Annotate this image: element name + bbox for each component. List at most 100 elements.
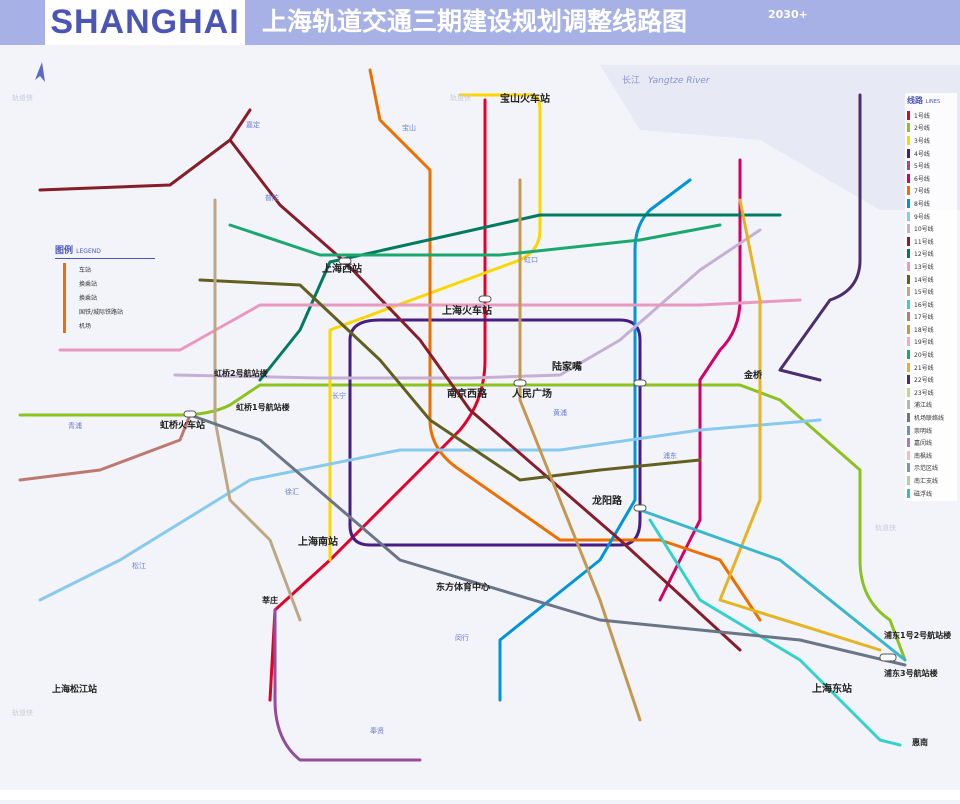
legend-line-item[interactable]: 21号线 <box>907 361 955 374</box>
station-shanghai-railway[interactable]: 上海火车站 <box>442 304 492 317</box>
legend-line-item[interactable]: 2号线 <box>907 122 955 135</box>
line-1[interactable] <box>268 98 487 702</box>
legend-line-item[interactable]: 11号线 <box>907 235 955 248</box>
line-name: 南枫线 <box>914 452 933 460</box>
legend-line-item[interactable]: 16号线 <box>907 298 955 311</box>
line-15[interactable] <box>213 198 302 622</box>
legend-line-item[interactable]: 23号线 <box>907 386 955 399</box>
station-hongqiao-t1[interactable]: 虹桥1号航站楼 <box>236 402 290 412</box>
legend-line-item[interactable]: 9号线 <box>907 210 955 223</box>
line-21[interactable] <box>718 198 882 652</box>
station-xinzhuang[interactable]: 莘庄 <box>262 595 278 605</box>
line-name: 12号线 <box>914 251 934 259</box>
station-pudong-t3[interactable]: 浦东3号航站楼 <box>884 668 938 678</box>
river-label-cn: 长江 <box>622 74 640 86</box>
line-color-swatch <box>907 161 910 171</box>
line-16[interactable] <box>648 518 902 747</box>
line-color-swatch <box>907 312 910 322</box>
legend-line-item[interactable]: 浦江线 <box>907 399 955 412</box>
line-5[interactable] <box>273 608 422 762</box>
north-arrow-icon <box>35 62 45 82</box>
legend-line-item[interactable]: 14号线 <box>907 273 955 286</box>
line-color-swatch <box>907 362 910 372</box>
line-name: 19号线 <box>914 339 934 347</box>
station-lujiazui[interactable]: 陆家嘴 <box>552 360 582 373</box>
station-hongqiao-railway[interactable]: 虹桥火车站 <box>160 419 205 431</box>
station-baoshan-railway[interactable]: 宝山火车站 <box>500 92 550 105</box>
legend-line-item[interactable]: 5号线 <box>907 159 955 172</box>
line-name: 1号线 <box>914 112 930 120</box>
line-name: 20号线 <box>914 352 934 360</box>
legend-line-item[interactable]: 18号线 <box>907 323 955 336</box>
line-name: 10号线 <box>914 226 934 234</box>
line-color-swatch <box>907 287 910 297</box>
legend-line-item[interactable]: 13号线 <box>907 260 955 273</box>
legend-line-item[interactable]: 崇明线 <box>907 424 955 437</box>
legend-line-item[interactable]: 8号线 <box>907 197 955 210</box>
city-name: SHANGHAI <box>45 0 245 45</box>
interchange-marker <box>879 653 897 662</box>
airport-link[interactable] <box>188 413 907 667</box>
legend-line-item[interactable]: 7号线 <box>907 185 955 198</box>
legend-line-item[interactable]: 15号线 <box>907 285 955 298</box>
legend-line-item[interactable]: 示范区线 <box>907 462 955 475</box>
district-label: 浦东 <box>663 451 677 460</box>
maglev-line[interactable] <box>638 508 907 662</box>
legend-line-item[interactable]: 3号线 <box>907 134 955 147</box>
legend-line-item[interactable]: 12号线 <box>907 248 955 261</box>
legend-line-item[interactable]: 20号线 <box>907 348 955 361</box>
legend-line-item[interactable]: 机场联络线 <box>907 411 955 424</box>
legend-line-item[interactable]: 4号线 <box>907 147 955 160</box>
line-3[interactable] <box>328 93 542 562</box>
line-name: 14号线 <box>914 276 934 284</box>
district-label: 闵行 <box>455 633 469 642</box>
legend-line-item[interactable]: 南枫线 <box>907 449 955 462</box>
station-shanghai-songjiang[interactable]: 上海松江站 <box>52 683 97 695</box>
line-8[interactable] <box>498 178 692 702</box>
legend-line-item[interactable]: 10号线 <box>907 222 955 235</box>
station-oriental-sports-center[interactable]: 东方体育中心 <box>436 581 490 593</box>
station-pudong-t1t2[interactable]: 浦东1号2号航站楼 <box>884 630 951 640</box>
line-10[interactable] <box>173 228 762 380</box>
line-7[interactable] <box>368 68 762 622</box>
legend-line-item[interactable]: 1号线 <box>907 109 955 122</box>
legend-line-item[interactable]: 嘉闵线 <box>907 436 955 449</box>
line-6[interactable] <box>658 158 742 602</box>
watermark: 轨道侠 <box>875 523 896 532</box>
metro-map[interactable]: 长江 Yangtze River 宝山火车站 <box>0 45 960 800</box>
station-west-nanjing-road[interactable]: 南京西路 <box>447 387 488 400</box>
interchange-marker <box>183 410 197 418</box>
station-shanghai-south[interactable]: 上海南站 <box>298 535 338 548</box>
legend-line-item[interactable]: 南汇支线 <box>907 474 955 487</box>
legend-line-item[interactable]: 19号线 <box>907 336 955 349</box>
line-name: 11号线 <box>914 238 934 246</box>
line-20[interactable] <box>228 223 722 257</box>
line-11[interactable] <box>38 108 742 652</box>
line-14[interactable] <box>198 278 702 482</box>
station-longyang-road[interactable]: 龙阳路 <box>591 494 623 507</box>
station-hongqiao-t2[interactable]: 虹桥2号航站楼 <box>214 368 268 378</box>
line-color-swatch <box>907 236 910 246</box>
legend-line-item[interactable]: 6号线 <box>907 172 955 185</box>
line-name: 18号线 <box>914 326 934 334</box>
station-shanghai-west[interactable]: 上海西站 <box>322 262 362 275</box>
district-label: 徐汇 <box>285 487 299 496</box>
legend-line-item[interactable]: 17号线 <box>907 311 955 324</box>
line-18[interactable] <box>518 178 642 722</box>
line-13[interactable] <box>58 298 802 352</box>
river-label-en: Yangtze River <box>648 76 711 86</box>
district-label: 虹口 <box>524 255 538 264</box>
line-name: 15号线 <box>914 289 934 297</box>
line-22[interactable] <box>778 93 862 382</box>
line-9[interactable] <box>38 418 822 602</box>
legend-line-item[interactable]: 22号线 <box>907 373 955 386</box>
line-17[interactable] <box>18 413 192 482</box>
legend-line-item[interactable]: 磁浮线 <box>907 487 955 500</box>
station-huinan[interactable]: 惠南 <box>912 737 928 747</box>
station-peoples-square[interactable]: 人民广场 <box>512 387 552 400</box>
line-color-swatch <box>907 324 910 334</box>
line-name: 5号线 <box>914 163 930 171</box>
station-shanghai-east[interactable]: 上海东站 <box>812 682 852 695</box>
line-12[interactable] <box>258 213 782 382</box>
station-jinqiao[interactable]: 金桥 <box>743 369 763 381</box>
